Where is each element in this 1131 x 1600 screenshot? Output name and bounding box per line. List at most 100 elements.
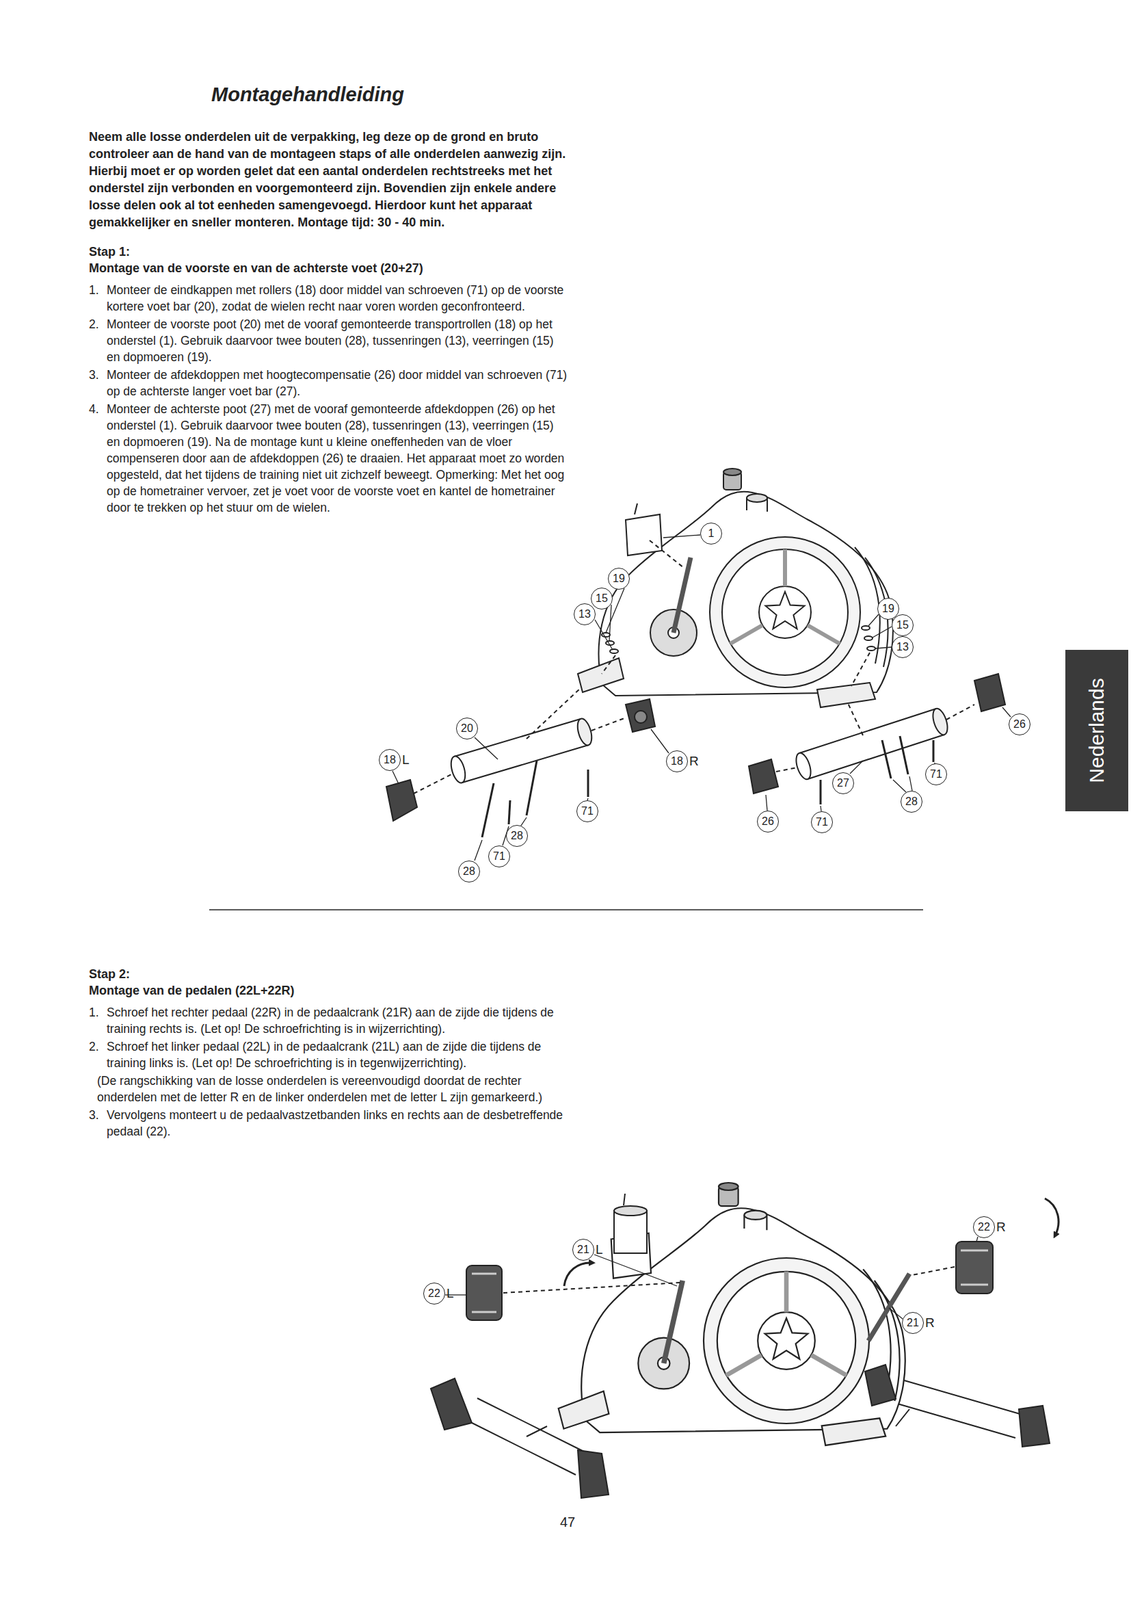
assembled-view-part <box>430 1377 472 1430</box>
exploded-view-part <box>765 794 768 811</box>
exploded-view-part <box>609 648 619 654</box>
exploded-view-part <box>872 626 892 638</box>
assembled-view-part <box>594 1254 677 1286</box>
callout-number: 22R <box>973 1215 995 1238</box>
callout-text: 71 <box>929 768 943 780</box>
callout-text: 28 <box>510 830 524 842</box>
exploded-view-part <box>577 468 894 708</box>
callout-number: 71 <box>810 810 833 833</box>
exploded-view-part <box>508 800 511 824</box>
callout-number: 21L <box>572 1238 595 1261</box>
exploded-view-part <box>882 739 891 779</box>
exploded-view-part <box>587 769 590 797</box>
page-title: Montagehandleiding <box>88 83 527 106</box>
assembled-view-part <box>471 1273 497 1312</box>
list-number: 3. <box>88 366 107 400</box>
exploded-view-part <box>851 652 870 686</box>
exploded-view-part <box>663 534 701 538</box>
side-letter: L <box>446 1286 455 1300</box>
exploded-view-part <box>946 704 975 720</box>
assembled-view-part <box>868 1273 910 1341</box>
callout-number: 71 <box>488 845 511 868</box>
callout-number: 27 <box>832 772 855 794</box>
list-text: Schroef het linker pedaal (22L) in de pe… <box>106 1038 568 1071</box>
list-item: 2.Schroef het linker pedaal (22L) in de … <box>88 1038 568 1071</box>
footer: 47 <box>533 1512 602 1531</box>
exploded-view-part <box>591 717 625 731</box>
callout-text: 19 <box>882 603 895 615</box>
side-letter: L <box>402 752 410 767</box>
exploded-view-part <box>594 619 613 650</box>
callout-number: 13 <box>573 603 596 625</box>
exploded-view-part <box>861 625 870 630</box>
callout-number: 21R <box>901 1311 924 1334</box>
assembled-view-part <box>960 1249 989 1285</box>
assembled-view-part <box>558 1182 906 1445</box>
side-letter: L <box>595 1242 604 1257</box>
step-heading: Stap 1: <box>88 243 568 260</box>
exploded-view-part <box>849 760 863 774</box>
assembled-view-part <box>614 1210 647 1253</box>
exploded-view-part <box>819 779 822 805</box>
exploded-view-part <box>650 728 669 753</box>
exploded-view-part <box>634 710 647 723</box>
intro-paragraph: Neem alle losse onderdelen uit de verpak… <box>88 128 568 232</box>
callout-text: 71 <box>581 805 594 817</box>
callout-number: 18R <box>666 750 688 773</box>
exploded-view-part <box>864 635 873 641</box>
list-item: 3.Monteer de afdekdoppen met hoogtecompe… <box>88 366 568 400</box>
step-subheading: Montage van de pedalen (22L+22R) <box>88 981 568 999</box>
callout-text: 20 <box>460 722 474 734</box>
callout-number: 13 <box>891 635 914 658</box>
exploded-view-part <box>867 646 876 651</box>
exploded-view <box>386 468 1011 861</box>
callout-number: 28 <box>900 790 923 813</box>
side-letter: R <box>925 1315 935 1330</box>
callout-text: 28 <box>905 795 918 807</box>
tab-text: Nederlands <box>1085 677 1109 783</box>
list-number: 2. <box>88 1038 107 1071</box>
list-number: 3. <box>88 1106 107 1140</box>
callout-text: 18 <box>670 755 684 767</box>
exploded-view-part <box>649 540 684 568</box>
exploded-view-part <box>1002 707 1011 717</box>
exploded-view-part <box>413 774 452 794</box>
exploded-view-part <box>609 604 612 641</box>
callout-number: 19 <box>607 567 630 590</box>
callout-text: 22 <box>428 1287 441 1299</box>
exploded-view-part <box>482 782 494 837</box>
assembled-view-part <box>912 1266 955 1275</box>
exploded-view-part <box>875 646 892 649</box>
callout-text: 19 <box>612 573 625 584</box>
callout-text: 21 <box>906 1316 920 1328</box>
callout-number: 71 <box>576 800 599 822</box>
exploded-view-part <box>799 708 945 779</box>
list-text: Monteer de achterste poot (27) met de vo… <box>106 400 568 516</box>
list-number: 4. <box>88 400 107 516</box>
callout-number: 71 <box>925 763 948 785</box>
exploded-view-part <box>820 805 822 811</box>
callout-text: 26 <box>1013 718 1026 730</box>
exploded-view-part <box>932 739 935 762</box>
callout-number: 1 <box>700 522 723 545</box>
list-number: 1. <box>88 281 107 315</box>
list-item: 1.Monteer de eindkappen met rollers (18)… <box>88 281 568 315</box>
exploded-view-part <box>526 687 582 739</box>
list-text: Monteer de voorste poot (20) met de voor… <box>106 315 568 366</box>
callout-text: 15 <box>896 619 909 631</box>
callout-text: 1 <box>708 527 715 539</box>
exploded-view-part <box>899 735 909 775</box>
exploded-view-part <box>893 776 913 792</box>
assembled-view-part <box>885 1376 1023 1438</box>
assembled-view-part <box>466 1265 502 1320</box>
exploded-view-part <box>392 770 399 784</box>
callout-text: 28 <box>462 865 476 877</box>
exploded-view-part <box>974 673 1006 712</box>
list-text: Vervolgens monteert u de pedaalvastzetba… <box>106 1106 568 1140</box>
exploded-view-part <box>868 614 879 626</box>
callout-number: 22L <box>423 1282 446 1305</box>
assembled-view-part <box>1018 1405 1050 1447</box>
callout-number: 26 <box>756 810 779 833</box>
divider-line <box>209 908 924 911</box>
